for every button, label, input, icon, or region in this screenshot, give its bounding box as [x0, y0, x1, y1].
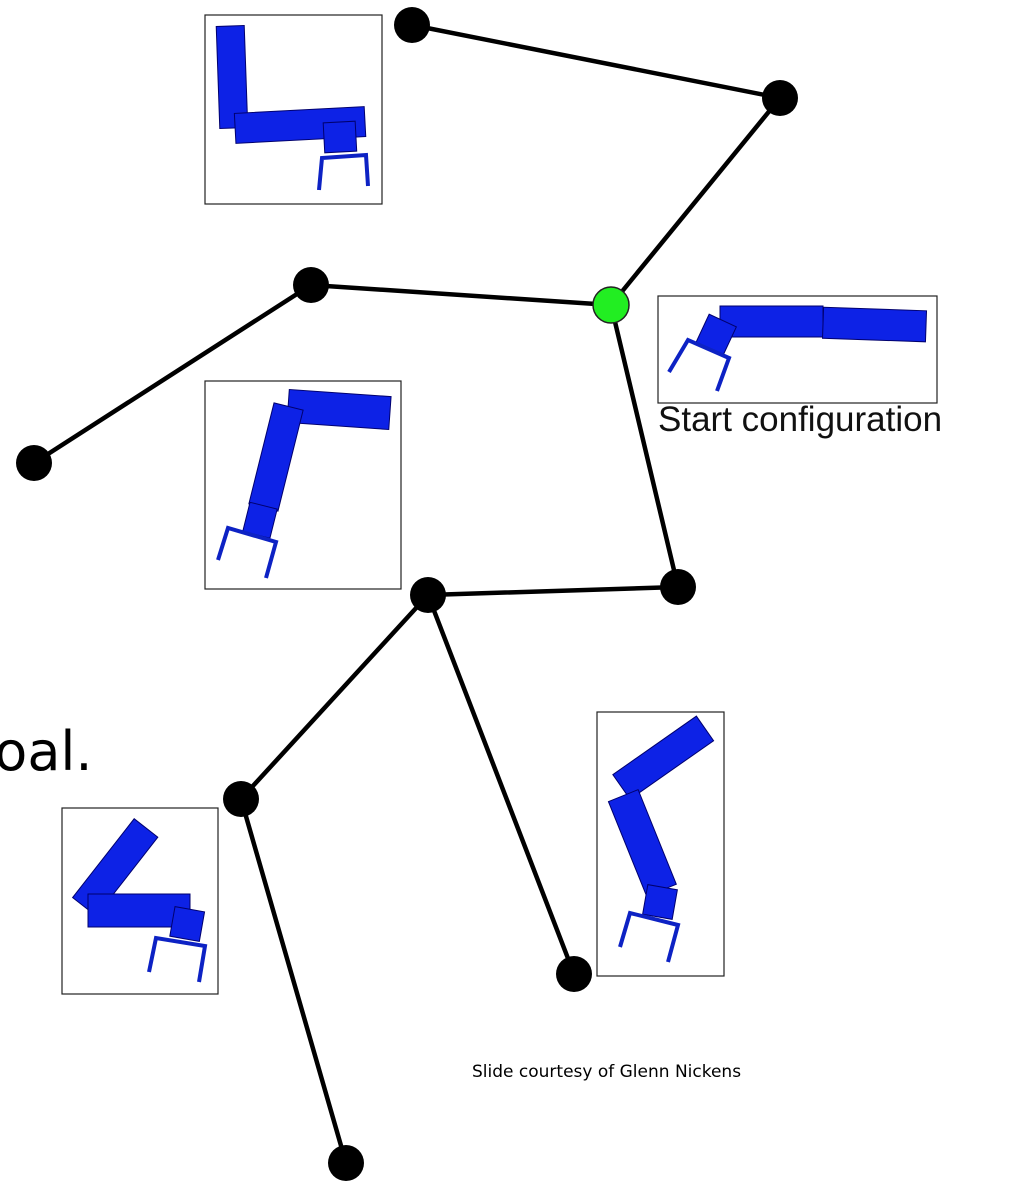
tree-nodes — [16, 7, 798, 1181]
tree-node — [762, 80, 798, 116]
arm-snapshot-bottom-left — [61, 807, 219, 995]
tree-edge — [608, 302, 681, 590]
tree-node — [328, 1145, 364, 1181]
tree-edge — [31, 282, 314, 466]
tree-edge — [425, 584, 681, 598]
tree-node — [410, 577, 446, 613]
tree-edge — [238, 592, 431, 802]
start-configuration-label: Start configuration — [658, 400, 943, 439]
arm-snapshot-bottom-right — [596, 711, 725, 977]
tree-node — [394, 7, 430, 43]
tree-edge — [409, 22, 783, 101]
tree-node — [556, 956, 592, 992]
slide-text-fragment: goal. — [0, 720, 93, 783]
robot-arm-icon — [667, 305, 928, 392]
robot-arm-icon — [216, 388, 392, 579]
arm-snapshot-middle — [204, 380, 402, 590]
tree-node — [223, 781, 259, 817]
tree-edge — [608, 95, 783, 308]
slide-credit: Slide courtesy of Glenn Nickens — [472, 1062, 742, 1082]
tree-node — [660, 569, 696, 605]
tree-edge — [425, 592, 577, 977]
tree-node — [293, 267, 329, 303]
robot-arm-icon — [607, 715, 715, 963]
robot-arm-icon — [215, 25, 370, 191]
tree-edge — [308, 282, 614, 308]
tree-edge — [238, 796, 349, 1166]
tree-node — [16, 445, 52, 481]
tree-edges — [31, 22, 783, 1166]
arm-snapshot-start — [657, 295, 938, 404]
arm-snapshot-top — [204, 14, 383, 205]
robot-arm-icon — [71, 818, 208, 983]
start-node — [592, 286, 630, 324]
